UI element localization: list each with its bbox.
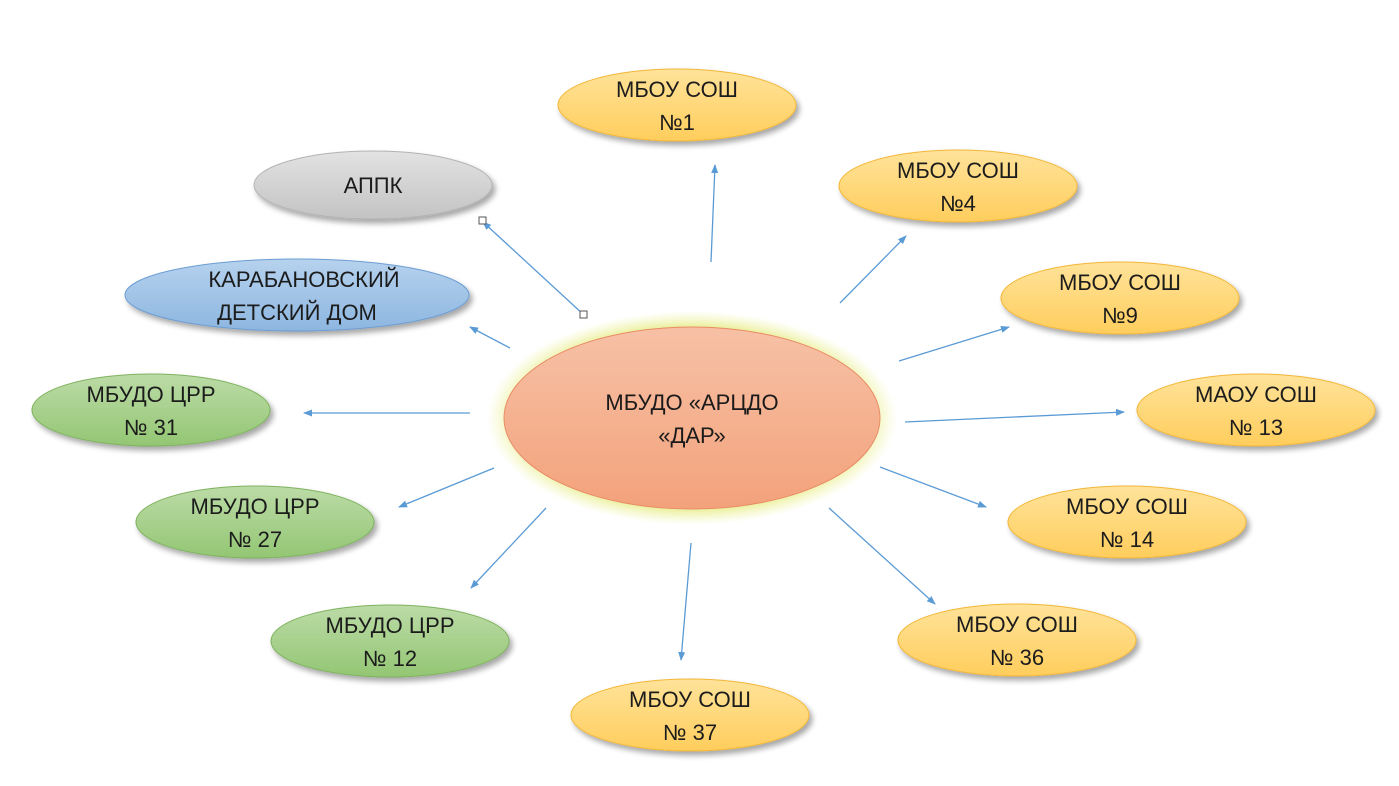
node-crr12[interactable]: МБУДО ЦРР № 12 xyxy=(270,604,510,678)
node-label: МБОУ СОШ xyxy=(1059,270,1181,295)
node-label: АППК xyxy=(344,173,403,198)
center-node-label: МБУДО «АРЦДО xyxy=(605,390,778,415)
node-label: МБОУ СОШ xyxy=(629,687,751,712)
arrow-to-sosh36 xyxy=(828,507,936,605)
node-appk[interactable]: АППК xyxy=(253,150,493,220)
node-shape xyxy=(570,678,810,752)
center-node-shape xyxy=(503,326,881,510)
node-shape xyxy=(270,604,510,678)
node-label: МАОУ СОШ xyxy=(1195,382,1317,407)
node-label: КАРАБАНОВСКИЙ xyxy=(208,267,399,292)
arrow-to-crr27 xyxy=(398,467,495,508)
selection-handle[interactable] xyxy=(478,216,487,225)
node-sosh9[interactable]: МБОУ СОШ №9 xyxy=(1000,261,1240,335)
node-label: МБОУ СОШ xyxy=(616,77,738,102)
node-shape xyxy=(253,150,493,220)
node-label: МБУДО ЦРР xyxy=(87,382,216,407)
center-node-label-line2: «ДАР» xyxy=(658,423,725,448)
node-label: № 12 xyxy=(363,646,417,671)
node-detdom[interactable]: КАРАБАНОВСКИЙ ДЕТСКИЙ ДОМ xyxy=(124,258,470,332)
node-shape xyxy=(557,68,797,142)
arrow-to-sosh37 xyxy=(678,542,692,661)
node-shape xyxy=(31,373,271,447)
node-label: №9 xyxy=(1102,303,1138,328)
arrow-to-sosh9 xyxy=(898,326,1010,362)
node-sosh37[interactable]: МБОУ СОШ № 37 xyxy=(570,678,810,752)
node-sosh36[interactable]: МБОУ СОШ № 36 xyxy=(897,603,1137,677)
node-label: МБУДО ЦРР xyxy=(191,494,320,519)
node-shape xyxy=(1007,485,1247,559)
arrow-to-sosh1 xyxy=(710,164,719,263)
arrow-to-maou13 xyxy=(904,408,1125,423)
center-node[interactable]: МБУДО «АРЦДО «ДАР» xyxy=(487,311,897,525)
connector-arrows xyxy=(303,164,1125,661)
arrow-to-appk xyxy=(482,221,585,316)
arrow-to-sosh14 xyxy=(879,466,987,508)
node-crr31[interactable]: МБУДО ЦРР № 31 xyxy=(31,373,271,447)
selection-handle[interactable] xyxy=(579,310,588,319)
node-crr27[interactable]: МБУДО ЦРР № 27 xyxy=(135,485,375,559)
node-label: ДЕТСКИЙ ДОМ xyxy=(217,300,377,325)
node-sosh4[interactable]: МБОУ СОШ №4 xyxy=(838,149,1078,223)
node-label: № 27 xyxy=(228,527,282,552)
arrow-to-sosh4 xyxy=(839,235,907,304)
node-label: № 31 xyxy=(124,415,178,440)
node-label: №4 xyxy=(940,191,976,216)
node-label: № 36 xyxy=(990,645,1044,670)
node-shape xyxy=(897,603,1137,677)
node-shape xyxy=(135,485,375,559)
node-label: № 14 xyxy=(1100,527,1154,552)
node-label: №1 xyxy=(659,110,695,135)
node-label: МБУДО ЦРР xyxy=(326,613,455,638)
node-shape xyxy=(1000,261,1240,335)
arrow-to-detdom xyxy=(469,326,511,349)
node-label: МБОУ СОШ xyxy=(1066,494,1188,519)
node-label: № 37 xyxy=(663,720,717,745)
node-label: МБОУ СОШ xyxy=(897,158,1019,183)
arrow-to-crr12 xyxy=(470,507,547,589)
node-shape xyxy=(124,258,470,332)
node-shape xyxy=(1136,373,1376,447)
node-sosh14[interactable]: МБОУ СОШ № 14 xyxy=(1007,485,1247,559)
node-maou13[interactable]: МАОУ СОШ № 13 xyxy=(1136,373,1376,447)
node-label: МБОУ СОШ xyxy=(956,612,1078,637)
node-label: № 13 xyxy=(1229,415,1283,440)
node-shape xyxy=(838,149,1078,223)
node-sosh1[interactable]: МБОУ СОШ №1 xyxy=(557,68,797,142)
